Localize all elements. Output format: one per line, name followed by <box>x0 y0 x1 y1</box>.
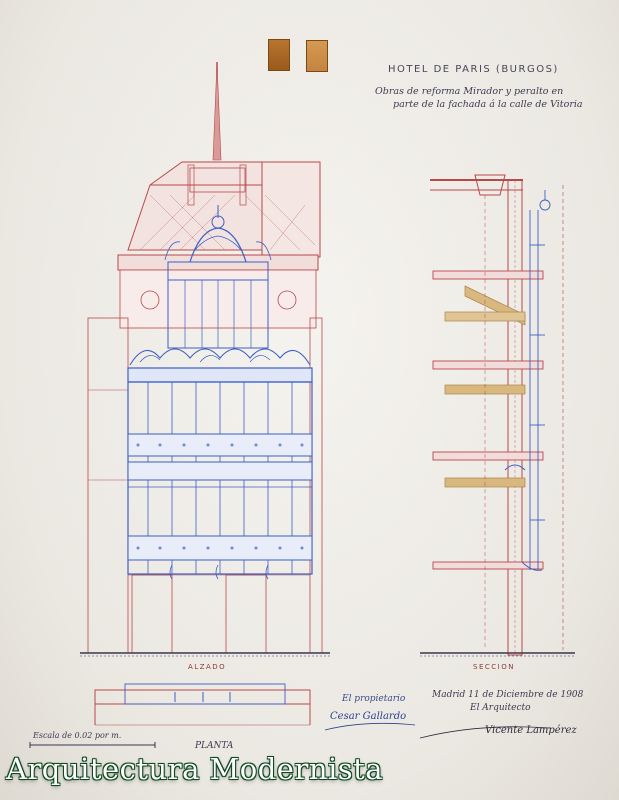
architect-signature: Vicente Lampérez <box>485 725 577 736</box>
section-drawing <box>420 174 575 657</box>
project-subtitle: parte de la fachada á la calle de Vitori… <box>393 99 583 110</box>
scale-note: Escala de 0.02 por m. <box>33 731 122 740</box>
elevation-label: ALZADO <box>188 663 227 671</box>
revenue-stamp-icon <box>268 39 290 71</box>
revenue-stamp-icon <box>306 40 328 72</box>
plan-drawing <box>29 683 551 748</box>
architect-label: El Arquitecto <box>470 703 531 713</box>
plan-label: PLANTA <box>195 741 234 751</box>
project-subtitle: Obras de reforma Mirador y peralto en <box>375 86 564 97</box>
project-title: HOTEL DE PARIS (BURGOS) <box>388 64 559 75</box>
owner-label: El propietario <box>342 694 406 704</box>
watermark-logo: Arquitectura Modernista <box>6 752 384 786</box>
elevation-drawing <box>80 61 330 657</box>
date-line: Madrid 11 de Diciembre de 1908 <box>432 690 584 700</box>
section-label: SECCION <box>473 663 515 671</box>
owner-signature: Cesar Gallardo <box>330 711 407 722</box>
